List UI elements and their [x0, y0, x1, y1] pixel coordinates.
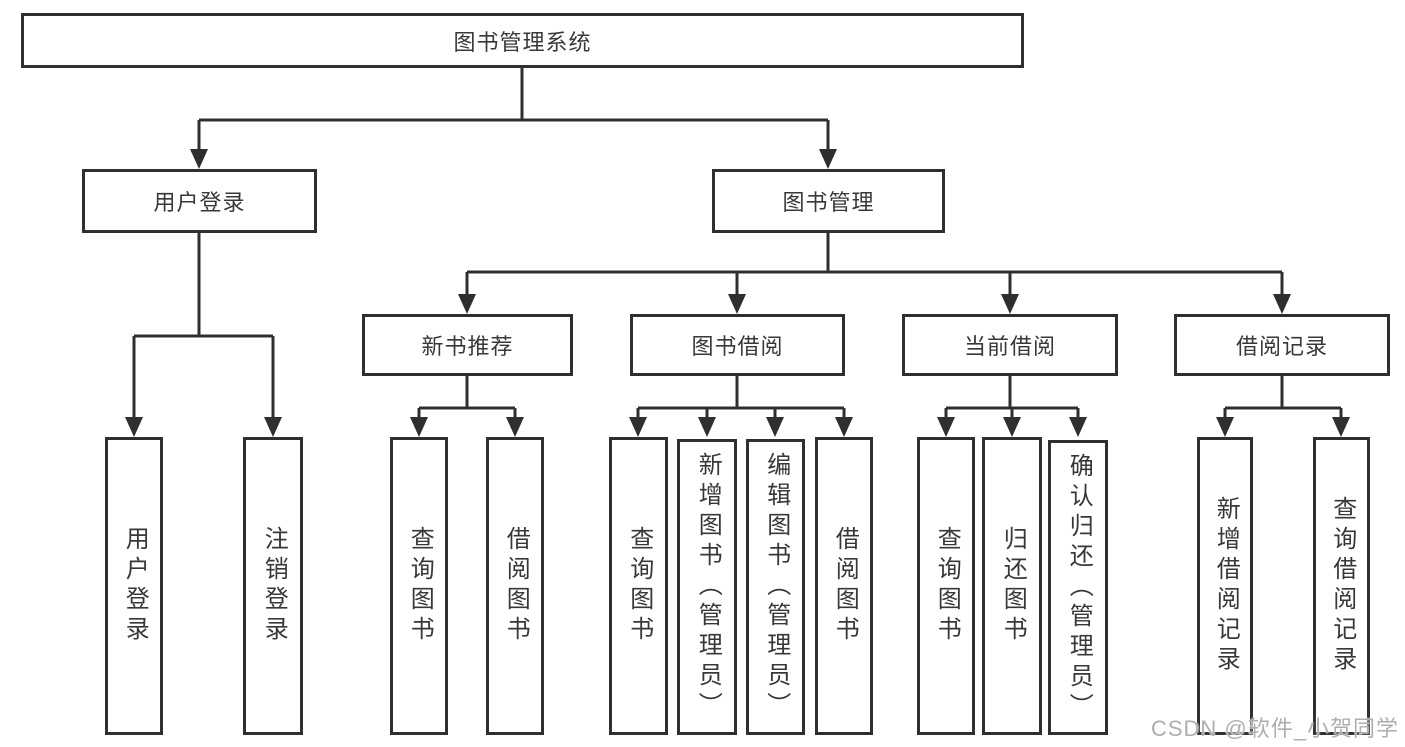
- leaf-br-add-record: 新增借阅记录: [1197, 437, 1253, 735]
- watermark: CSDN @软件_小贺同学: [1150, 716, 1399, 741]
- leaf-bb-borrow-books: 借阅图书: [815, 437, 873, 735]
- connector-new-book-recommend-children: [410, 376, 524, 437]
- node-current-borrowing: 当前借阅: [902, 314, 1118, 376]
- node-book-borrowing: 图书借阅: [630, 314, 845, 376]
- leaf-logout: 注销登录: [243, 437, 303, 735]
- leaf-br-query-record: 查询借阅记录: [1313, 437, 1370, 735]
- node-library-system: 图书管理系统: [21, 13, 1024, 68]
- node-borrowing-records: 借阅记录: [1174, 314, 1390, 376]
- leaf-cb-query-books: 查询图书: [917, 437, 975, 735]
- leaf-nbr-borrow-books: 借阅图书: [486, 437, 544, 735]
- connector-book-borrowing-children: [629, 376, 853, 437]
- connector-borrowing-records-children: [1216, 376, 1350, 437]
- leaf-cb-confirm-return-admin: 确认归还（管理员）: [1048, 440, 1108, 735]
- leaf-bb-query-books: 查询图书: [609, 437, 668, 735]
- leaf-bb-add-books-admin: 新增图书（管理员）: [677, 439, 737, 735]
- connector-root-to-level2: [190, 68, 837, 169]
- connector-book-management-children: [458, 233, 1291, 314]
- node-book-management: 图书管理: [712, 169, 945, 233]
- node-new-book-recommend: 新书推荐: [362, 314, 573, 376]
- leaf-nbr-query-books: 查询图书: [390, 437, 448, 735]
- leaf-user-login: 用户登录: [105, 437, 163, 735]
- connector-user-login-children: [125, 233, 282, 437]
- connector-current-borrowing-children: [937, 376, 1087, 437]
- leaf-bb-edit-books-admin: 编辑图书（管理员）: [746, 439, 805, 735]
- node-user-login: 用户登录: [82, 169, 317, 233]
- leaf-cb-return-books: 归还图书: [982, 437, 1042, 735]
